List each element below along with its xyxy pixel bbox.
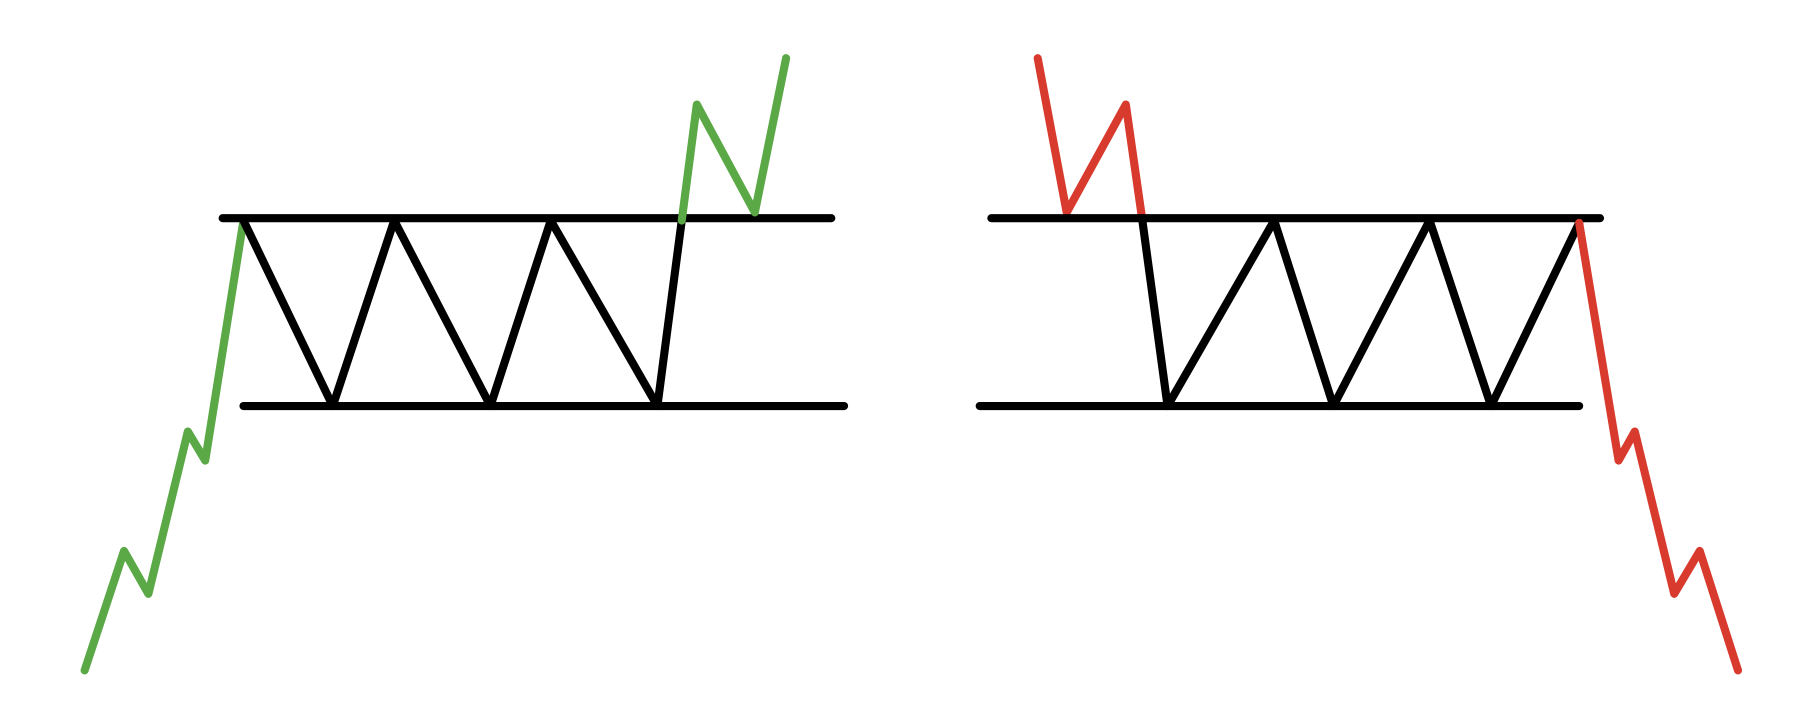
bearish-breakdown-line <box>1575 218 1743 675</box>
bullish-range-zigzag <box>239 216 686 411</box>
bullish-pattern <box>80 54 849 675</box>
bearish-prior-downtrend <box>1033 54 1147 223</box>
bullish-prior-uptrend <box>80 216 248 675</box>
bearish-pattern <box>975 54 1743 675</box>
bullish-breakout-line <box>677 54 791 225</box>
bearish-range-zigzag <box>1137 214 1584 411</box>
